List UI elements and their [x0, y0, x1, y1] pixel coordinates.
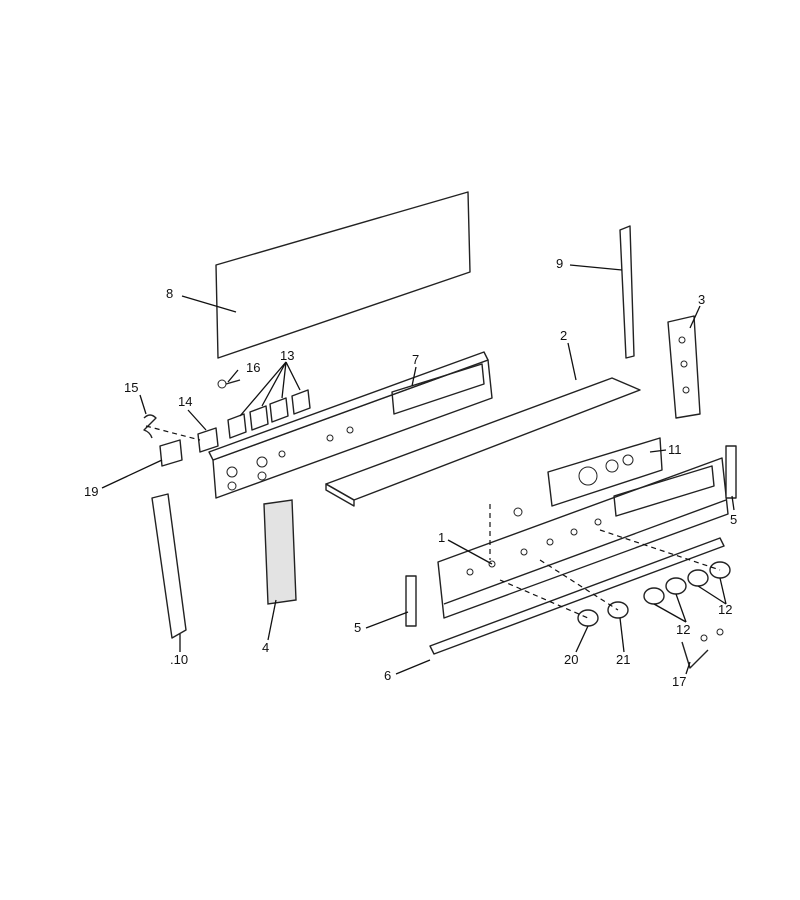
callout-3: 3	[698, 292, 705, 307]
callout-1: 1	[438, 530, 445, 545]
callout-12-left: 12	[676, 622, 690, 637]
callout-6: 6	[384, 668, 391, 683]
part-7-control-panel-bracket	[208, 351, 493, 499]
part-20-knob	[577, 609, 599, 627]
part-19-block	[159, 439, 183, 467]
callout-5-right: 5	[730, 512, 737, 527]
callout-9: 9	[556, 256, 563, 271]
part-2-trim-strip	[325, 377, 641, 507]
callout-4: 4	[262, 640, 269, 655]
callout-5-left: 5	[354, 620, 361, 635]
callout-13: 13	[280, 348, 294, 363]
callout-7: 7	[412, 352, 419, 367]
part-10-left-upright	[151, 493, 187, 639]
callout-19: 19	[84, 484, 98, 499]
part-5-post-right	[725, 445, 737, 499]
part-17-springs	[681, 628, 724, 669]
part-4-side-trim	[263, 499, 297, 605]
callout-17: 17	[672, 674, 686, 689]
callout-20: 20	[564, 652, 578, 667]
assembly-guides	[145, 425, 721, 619]
part-12-knobs	[643, 561, 731, 605]
part-8-back-panel	[215, 191, 471, 359]
part-14-block	[197, 427, 219, 453]
part-1-front-control-panel	[437, 457, 729, 619]
callout-8: 8	[166, 286, 173, 301]
callout-16: 16	[246, 360, 260, 375]
part-6-bottom-rail	[429, 537, 725, 655]
callout-21: 21	[616, 652, 630, 667]
part-3-side-bracket	[667, 315, 701, 419]
callout-12-right: 12	[718, 602, 732, 617]
callout-10: .10	[170, 652, 188, 667]
panel-screw	[513, 507, 523, 517]
part-9-right-upright	[619, 225, 635, 359]
part-13-switches	[227, 389, 311, 439]
part-16-screw	[217, 379, 241, 389]
callout-11: 11	[668, 442, 682, 457]
callout-labels: 1 2 3 4 5 5 6 7 8 9 .10 11 12 12 13 14 1…	[84, 256, 737, 689]
leader-lines	[101, 264, 735, 675]
callout-14: 14	[178, 394, 192, 409]
part-15-clip	[143, 414, 157, 439]
part-5-post-left	[405, 575, 417, 627]
callout-15: 15	[124, 380, 138, 395]
part-11-clock-timer	[547, 437, 663, 507]
callout-2: 2	[560, 328, 567, 343]
